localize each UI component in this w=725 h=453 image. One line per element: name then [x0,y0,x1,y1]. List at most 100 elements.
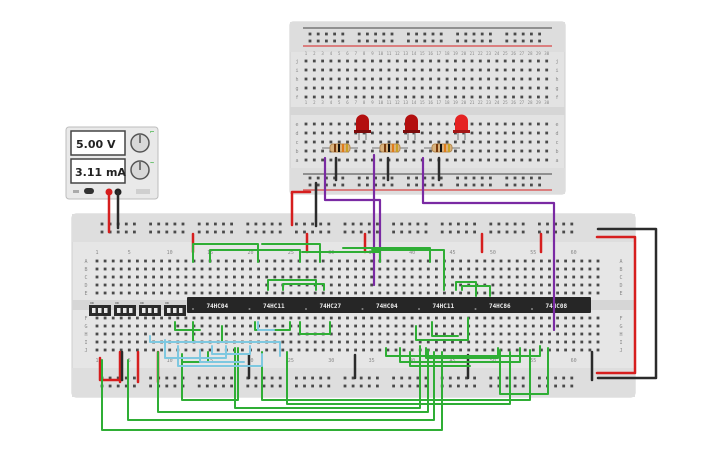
hole [523,340,527,344]
wires-green[interactable] [101,243,549,431]
hole [487,77,490,81]
column-label: 10 [167,358,173,364]
hole [580,340,584,344]
hole [305,324,309,328]
hole [321,275,325,279]
hole [289,267,293,271]
hole [499,267,503,271]
dip-switch[interactable]: ON [114,301,136,316]
hole [515,316,519,320]
hole [346,59,349,63]
led-3[interactable] [453,114,470,141]
hole [362,283,365,287]
hole [459,291,462,295]
dip-switch-toggle[interactable] [129,308,133,313]
wires-purple[interactable] [323,153,556,332]
hole [564,316,567,320]
breadboard-top[interactable]: 1122334455667788991010111112121313141415… [289,21,566,195]
hole [127,332,131,336]
dip-switch[interactable]: ON [89,301,111,316]
hole [378,340,382,344]
dip-switch[interactable]: ON [139,301,161,316]
hole [338,316,341,320]
hole [329,140,333,144]
rail-hole [295,230,298,234]
row-label: c [555,140,558,146]
rail-hole [473,384,476,388]
resistors[interactable] [322,143,460,153]
hole [454,140,457,144]
rail-hole [359,222,363,226]
resistor-1[interactable] [322,143,358,153]
ic-chip[interactable]: 74HC86 [474,303,512,310]
column-label: 6 [346,100,349,105]
dip-switch[interactable]: ON [164,301,186,316]
hole [540,316,543,320]
hole [249,267,252,271]
hole [512,122,515,126]
column-label: 10 [378,51,383,56]
resistor-2[interactable] [372,143,408,153]
rail-hole [311,376,314,380]
ic-chip[interactable]: 74HC11 [418,303,455,310]
chip-row[interactable]: 74HC04 74HC11 74HC27 74HC04 74HC11 74HC86 74HC… [187,297,591,313]
hole [304,131,308,135]
dip-switch-toggle[interactable] [92,308,96,313]
dip-switch-toggle[interactable] [148,308,152,313]
dip-switch-toggle[interactable] [142,308,146,313]
hole [95,275,99,279]
hole [184,283,188,287]
ic-chip[interactable]: 74HC11 [248,303,286,310]
hole [564,332,567,336]
rail-hole [157,222,161,226]
hole [249,283,252,287]
rail-hole [465,230,468,234]
ic-chip[interactable]: 74HC08 [531,303,568,310]
rail-hole [341,183,345,187]
rail-hole [333,176,336,180]
hole [176,283,180,287]
rail-hole [448,230,452,234]
hole [443,332,446,336]
wires[interactable] [98,153,658,431]
ic-chip[interactable]: 74HC27 [305,303,342,310]
dip-switch-toggle[interactable] [123,308,127,313]
hole [160,259,163,263]
hole [520,131,524,135]
dip-switch-toggle[interactable] [104,308,108,313]
led-2[interactable] [403,114,420,141]
ic-chips[interactable]: 74HC04 74HC11 74HC27 74HC04 74HC11 74HC86 74HC… [192,303,568,310]
led-1[interactable] [354,114,371,141]
hole [495,140,499,144]
power-supply[interactable]: 5.00 V 3.11 mA ⌐ ~ [65,126,159,200]
dip-switch-toggle[interactable] [179,308,183,313]
hole [337,131,341,135]
row-label: D [619,283,622,289]
rail-hole [341,32,345,36]
hole [386,291,390,295]
rail-hole [431,39,435,43]
hole [362,340,365,344]
dip-switch-toggle[interactable] [154,308,158,313]
power-switch[interactable] [84,188,94,194]
hole [257,283,260,287]
ic-chip[interactable]: 74HC04 [361,303,399,310]
resistor-3[interactable] [424,143,460,153]
hole [528,77,532,81]
rail-hole [197,384,201,388]
dip-switch-toggle[interactable] [167,308,171,313]
ic-chip[interactable]: 74HC04 [192,303,229,310]
hole [127,259,131,263]
hole [523,267,527,271]
leds[interactable] [354,114,470,141]
hole [572,291,576,295]
hole [119,291,123,295]
dip-switch-toggle[interactable] [117,308,121,313]
dip-switch-toggle[interactable] [98,308,102,313]
hole [338,348,341,352]
wires-cyan[interactable] [149,321,281,367]
chip-notch-icon [531,308,533,310]
dip-switch-toggle[interactable] [173,308,177,313]
